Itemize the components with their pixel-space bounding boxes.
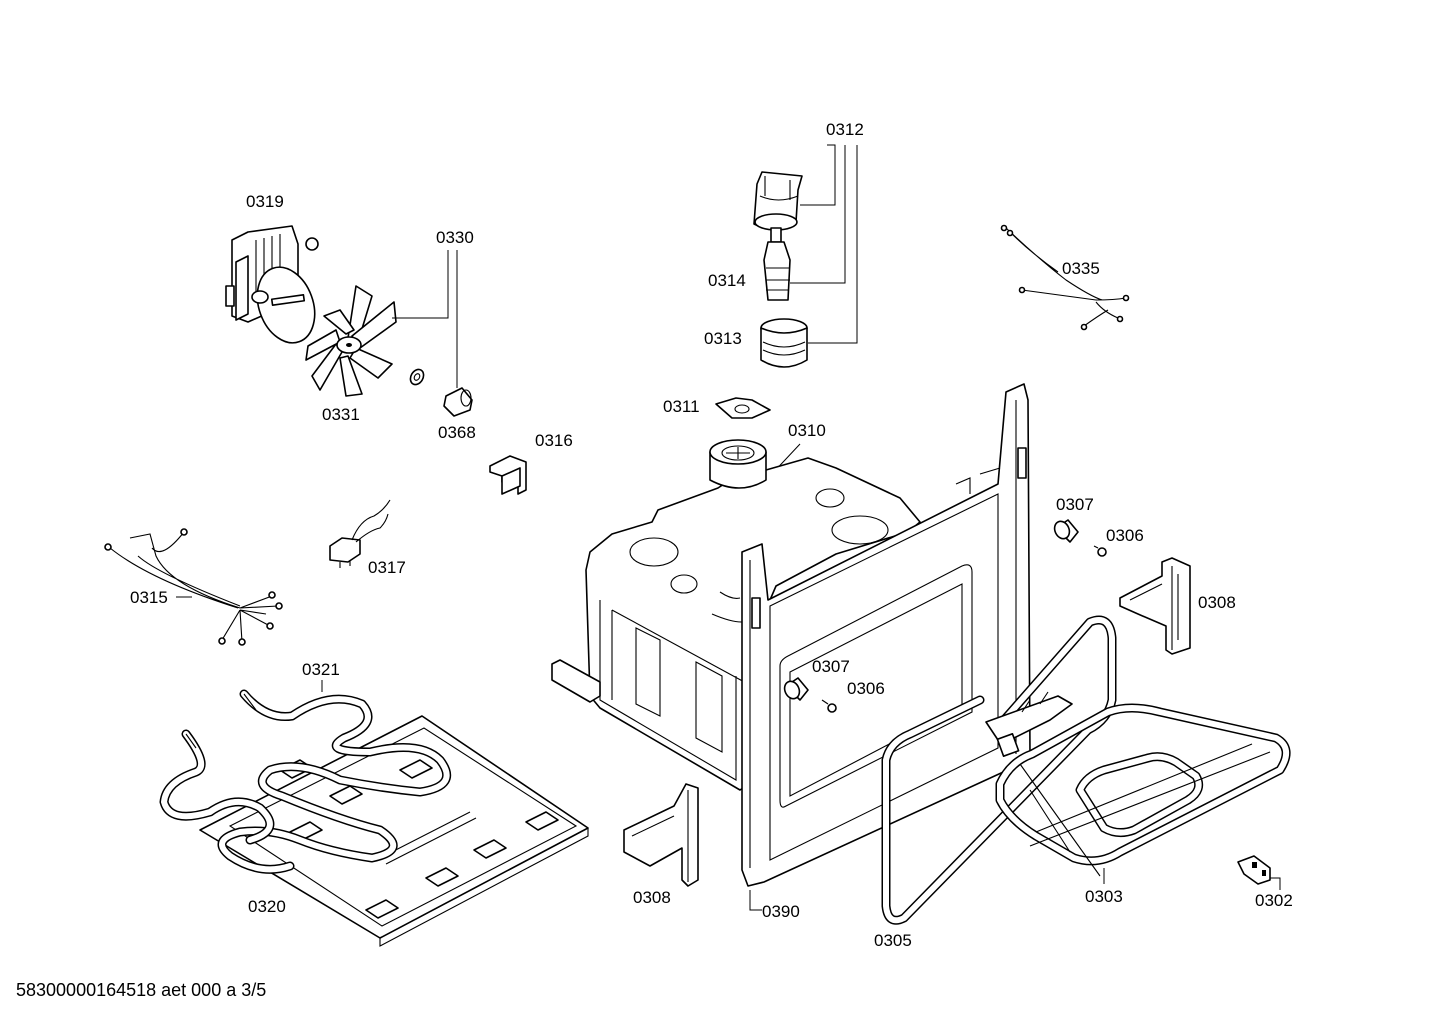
document-code: 58300000164518 aet 000 a 3/5 (16, 980, 267, 1000)
callout-0390: 0390 (762, 902, 800, 921)
part-0308-bracket-right (1119, 557, 1191, 655)
callout-0316: 0316 (535, 431, 573, 450)
part-0315-wiring-harness (104, 528, 283, 646)
part-0312-lamp-holder (753, 171, 803, 231)
callout-0368: 0368 (438, 423, 476, 442)
part-0335-wiring (1000, 224, 1130, 331)
callout-0315: 0315 (130, 588, 168, 607)
callout-0330: 0330 (436, 228, 474, 247)
part-0306-screw-right (1093, 545, 1107, 557)
part-0311-clip (715, 397, 771, 419)
part-0305-top-heater (881, 615, 1117, 925)
part-0319-fan-motor (225, 225, 319, 344)
part-0316-bracket (489, 455, 527, 495)
leader-0330 (392, 250, 449, 319)
callout-0320: 0320 (248, 897, 286, 916)
callout-0314: 0314 (708, 271, 746, 290)
callout-0331: 0331 (322, 405, 360, 424)
part-0303-grill-rack (995, 703, 1291, 877)
callout-0317: 0317 (368, 558, 406, 577)
part-0368-nut (443, 387, 473, 417)
part-0302-clip (1237, 855, 1271, 885)
callout-0307-right: 0307 (1056, 495, 1094, 514)
leader-0314 (790, 145, 846, 284)
callout-0310: 0310 (788, 421, 826, 440)
callout-0313: 0313 (704, 329, 742, 348)
part-rail-bracket-left (551, 659, 601, 703)
callout-0306-center: 0306 (847, 679, 885, 698)
part-0320-floor-plate (199, 715, 589, 947)
part-0307-bushing-center (783, 677, 809, 701)
callout-0305: 0305 (874, 931, 912, 950)
part-0306-screw-center (821, 699, 837, 713)
leader-0312 (800, 144, 836, 206)
part-0313-lamp-cover (760, 318, 808, 368)
callout-0335: 0335 (1062, 259, 1100, 278)
part-0330-washer (409, 368, 425, 386)
callout-0302: 0302 (1255, 891, 1293, 910)
leader-0390 (749, 890, 762, 911)
callout-0319: 0319 (246, 192, 284, 211)
part-0307-bushing-right (1053, 519, 1079, 543)
callout-0311: 0311 (663, 397, 700, 416)
part-0390-front-frame (741, 383, 1031, 887)
callout-0312: 0312 (826, 120, 864, 139)
callout-0321: 0321 (302, 660, 340, 679)
callout-0308-right: 0308 (1198, 593, 1236, 612)
leader-0302 (1270, 877, 1281, 890)
callout-0308-bottom: 0308 (633, 888, 671, 907)
part-0308-bracket-bottom (623, 783, 699, 887)
callout-0307-center: 0307 (812, 657, 850, 676)
part-0317-sensor (329, 499, 391, 568)
part-0321-bottom-heater (159, 689, 452, 874)
part-0314-lamp-bulb (763, 227, 791, 301)
leader-0313 (808, 145, 858, 344)
callout-0303: 0303 (1085, 887, 1123, 906)
part-0331-fan-blade (305, 285, 397, 397)
callout-0306-right: 0306 (1106, 526, 1144, 545)
